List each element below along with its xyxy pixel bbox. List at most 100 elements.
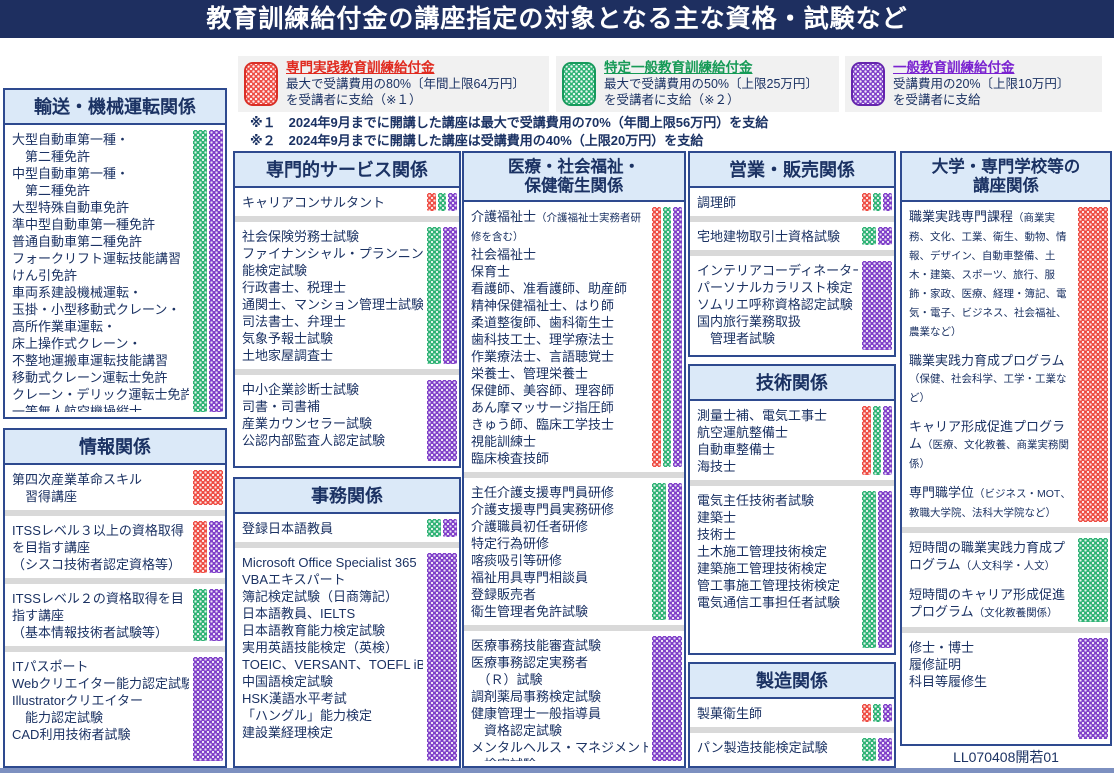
qualification-detail: （人文科学・人文） — [960, 560, 1056, 572]
qualification-item: 柔道整復師、歯科衛生士 — [471, 314, 648, 331]
qualification-item: を目指す講座 — [12, 539, 189, 556]
header-line: 大学・専門学校等の — [931, 158, 1081, 176]
legend-desc-line1: 受講費用の20%〔上限10万円〕 — [893, 77, 1070, 91]
service-header: 専門的サービス関係 — [235, 153, 459, 188]
qualification-name: 検定試験 — [471, 757, 536, 761]
qualification-item: 移動式クレーン運転士免許 — [12, 369, 189, 386]
qualification-name: キャリア形成促進プログラム — [909, 419, 1066, 451]
stripe-purple — [862, 261, 892, 350]
benefit-section: 登録日本語教員 — [235, 514, 459, 542]
qualification-name: 社会保険労務士試験 — [242, 229, 360, 244]
qualification-item: VBAエキスパート — [242, 571, 423, 588]
section-separator — [235, 542, 459, 548]
qualification-name: 中型自動車第一種・ — [12, 166, 130, 181]
qualification-item: 普通自動車第二種免許 — [12, 233, 189, 250]
benefit-section: 電気主任技術者試験建築士技術士土木施工管理技術検定建築施工管理技術検定管工事施工… — [690, 486, 894, 653]
qualification-name: 短時間の職業実践力育成プログラム — [909, 540, 1066, 572]
qualification-item: 健康管理士一般指導員 — [471, 705, 648, 722]
qualification-item: 産業カウンセラー試験 — [242, 415, 423, 432]
legend-title: 特定一般教育訓練給付金 — [604, 60, 753, 75]
benefit-section: 医療事務技能審査試験医療事務認定実務者 （Ｒ）試験調剤薬局事務検定試験健康管理士… — [464, 631, 684, 766]
qualification-item: 福祉用具専門相談員 — [471, 569, 648, 586]
stripe-purple — [883, 193, 893, 211]
qualification-name: 公認内部監査人認定試験 — [242, 433, 386, 448]
university-body: 職業実践専門課程（商業実務、文化、工業、衛生、動物、情報、デザイン、自動車整備、… — [902, 202, 1110, 744]
qualification-item: 科目等履修生 — [909, 673, 1074, 690]
qualification-name: 第四次産業革命スキル — [12, 472, 143, 487]
qualification-name: 高所作業車運転・ — [12, 319, 117, 334]
qualification-item: ソムリエ呼称資格認定試験 — [697, 296, 858, 313]
qualification-name: 自動車整備士 — [697, 442, 776, 457]
section-separator — [235, 216, 459, 222]
manufacturing-header: 製造関係 — [690, 664, 894, 699]
footnotes: ※１ 2024年9月までに開講した講座は最大で受講費用の70%（年間上限56万円… — [250, 114, 768, 150]
transport-body: 大型自動車第一種・ 第二種免許中型自動車第一種・ 第二種免許大型特殊自動車免許準… — [5, 125, 225, 417]
qualification-name: 普通自動車第二種免許 — [12, 234, 143, 249]
qualification-name: Illustratorクリエイター — [12, 693, 143, 708]
qualification-name: 行政書士、税理士 — [242, 280, 347, 295]
qualification-item: 検定試験 — [471, 756, 648, 761]
qualification-name: （シスコ技術者認定資格等） — [12, 557, 182, 572]
qualification-name: 社会福祉士 — [471, 247, 537, 262]
benefit-stripes — [862, 261, 892, 350]
qualification-item: 宅地建物取引士資格試験 — [697, 228, 858, 245]
qualification-name: 柔道整復師、歯科衛生士 — [471, 315, 615, 330]
qualification-name: 第二種免許 — [12, 183, 91, 198]
qualification-item: きゅう師、臨床工学技士 — [471, 416, 648, 433]
qualification-name: 精神保健福祉士、はり師 — [471, 298, 615, 313]
stripe-green — [872, 406, 882, 475]
stripe-purple — [1078, 638, 1108, 739]
benefit-stripes — [427, 553, 457, 761]
qualification-item: 履修証明 — [909, 656, 1074, 673]
qualification-item: 精神保健福祉士、はり師 — [471, 297, 648, 314]
qualification-item: 管理者試験 — [697, 330, 858, 347]
qualification-name: 歯科技工士、理学療法士 — [471, 332, 615, 347]
qualification-item: 航空運航整備士 — [697, 424, 858, 441]
stripe-red — [427, 193, 436, 211]
qualification-item: 視能訓練士 — [471, 433, 648, 450]
qualification-item: クレーン・デリック運転士免許 — [12, 386, 189, 403]
benefit-stripes — [193, 521, 223, 573]
qualification-item: 第二種免許 — [12, 148, 189, 165]
qualification-item: 司法書士、弁理士 — [242, 313, 423, 330]
stripe-purple — [652, 636, 682, 761]
category-box-manufacturing: 製造関係製菓衛生師パン製造技能検定試験 — [688, 662, 896, 768]
qualification-name: けん引免許 — [12, 268, 78, 283]
qualification-item: 高所作業車運転・ — [12, 318, 189, 335]
qualification-item: Illustratorクリエイター — [12, 692, 189, 709]
qualification-name: 建築施工管理技術検定 — [697, 561, 828, 576]
qualification-name: HSK漢語水平考試 — [242, 691, 347, 706]
qualification-name: 気象予報士試験 — [242, 331, 334, 346]
qualification-name: VBAエキスパート — [242, 572, 346, 587]
header-line: 専門的サービス関係 — [266, 160, 428, 180]
qualification-name: 司書・司書補 — [242, 399, 321, 414]
benefit-stripes — [862, 491, 892, 648]
qualification-list: キャリアコンサルタント — [242, 193, 423, 211]
category-box-medical-welfare-health: 医療・社会福祉・保健衛生関係介護福祉士（介護福祉士実務者研修を含む）社会福祉士保… — [462, 151, 686, 768]
qualification-item: 能検定試験 — [242, 262, 423, 279]
stripe-red — [1078, 207, 1108, 522]
qualification-item: 海技士 — [697, 458, 858, 475]
qualification-item: 不整地運搬車運転技能講習 — [12, 352, 189, 369]
qualification-name: 作業療法士、言語聴覚士 — [471, 349, 615, 364]
stripe-purple — [448, 193, 458, 211]
stripe-green — [862, 491, 876, 648]
qualification-item: TOEIC、VERSANT、TOEFL iBT — [242, 656, 423, 673]
qualification-item: 臨床検査技師 — [471, 450, 648, 467]
qualification-list: パン製造技能検定試験 — [697, 738, 858, 761]
qualification-name: 移動式クレーン運転士免許 — [12, 370, 168, 385]
qualification-item: （基本情報技術者試験等） — [12, 624, 189, 641]
stripe-purple — [883, 704, 893, 722]
stripe-purple — [668, 483, 682, 620]
qualification-item: （Ｒ）試験 — [471, 671, 648, 688]
qualification-item: 司書・司書補 — [242, 398, 423, 415]
benefit-stripes — [862, 227, 892, 245]
sales-header: 営業・販売関係 — [690, 153, 894, 188]
qualification-name: 技術士 — [697, 527, 737, 542]
legend-desc-line1: 最大で受講費用の80%〔年間上限64万円〕 — [286, 77, 525, 91]
qualification-item: 調理師 — [697, 194, 858, 211]
qualification-item: パーソナルカラリスト検定 — [697, 279, 858, 296]
bottom-accent-bar — [0, 768, 1114, 773]
